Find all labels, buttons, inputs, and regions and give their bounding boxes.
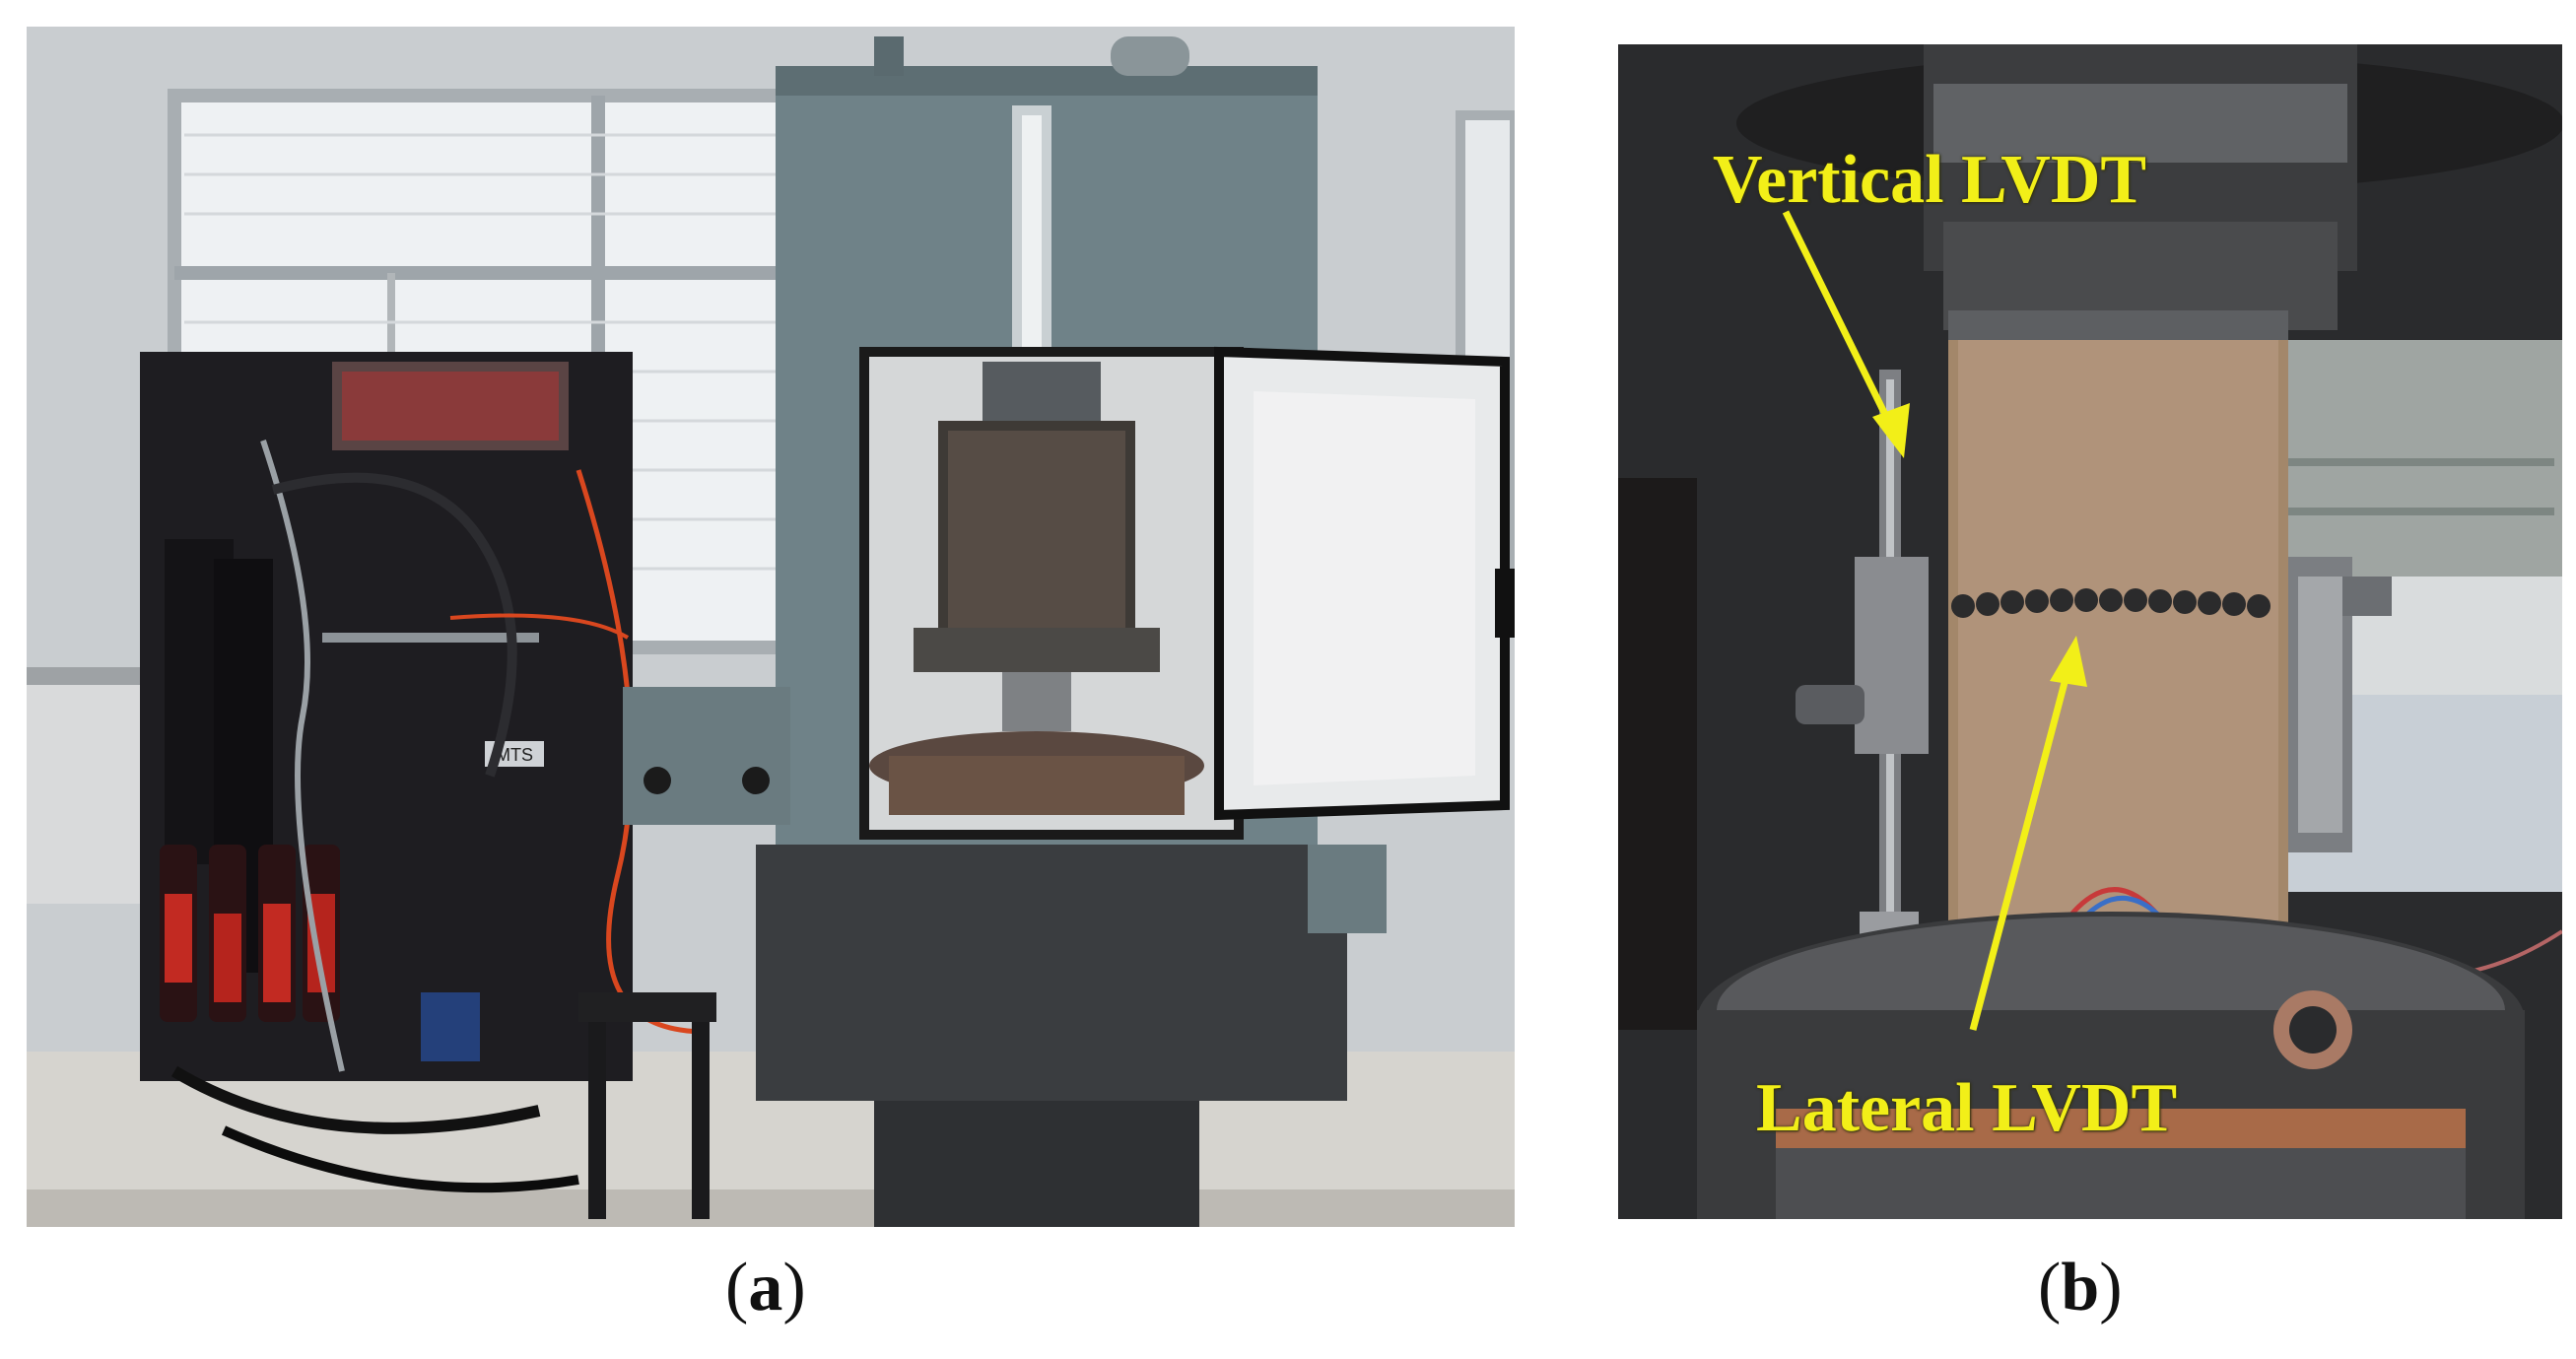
stool — [578, 992, 716, 1219]
mts-badge-text: MTS — [496, 745, 533, 765]
vertical-lvdt — [1796, 370, 1929, 990]
arrow-lateral-lvdt — [1969, 636, 2087, 1031]
testing-machine-photo: MTS — [27, 27, 1515, 1227]
label-vertical-lvdt: Vertical LVDT — [1713, 142, 2147, 218]
caption-a: (a) — [725, 1250, 806, 1325]
label-lateral-lvdt: Lateral LVDT — [1756, 1070, 2178, 1146]
arrow-vertical-lvdt — [1782, 210, 1910, 458]
specimen-closeup-photo — [1618, 44, 2562, 1219]
lateral-lvdt-clamp — [2288, 557, 2392, 852]
hydraulic-cabinet: MTS — [140, 352, 633, 1081]
test-chamber — [859, 346, 1515, 840]
photo-panel-a: MTS — [27, 27, 1515, 1227]
caption-b: (b) — [2038, 1250, 2123, 1325]
photo-panel-b — [1618, 44, 2562, 1219]
base-plate — [1697, 912, 2525, 1219]
